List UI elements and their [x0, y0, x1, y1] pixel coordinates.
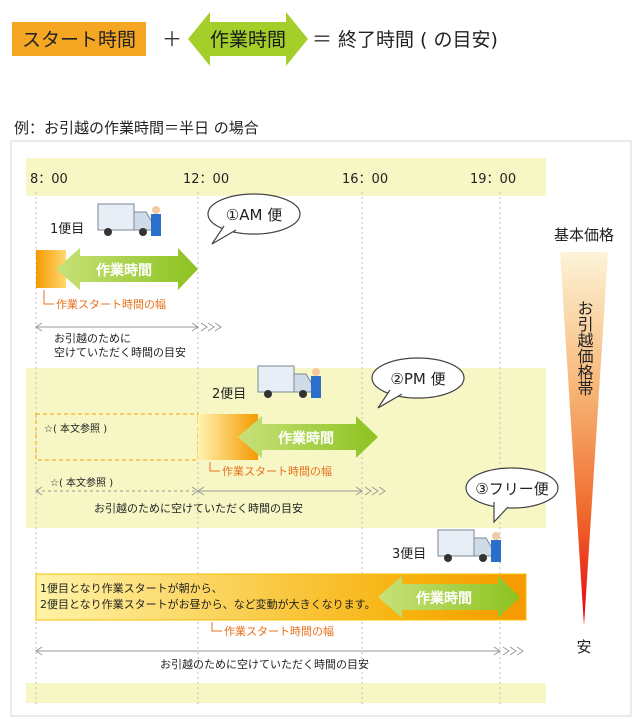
am-start-range-label: 作業スタート時間の幅: [56, 298, 166, 311]
pm-trip-label: 2便目: [212, 387, 246, 402]
pm-callout: ②PM 便: [371, 357, 465, 409]
free-callout-label: ③フリー便: [475, 480, 548, 498]
free-work-label: 作業時間: [416, 590, 472, 607]
tick-label: 12：00: [183, 172, 229, 187]
truck-icon: [437, 529, 501, 562]
am-slot: 1便目 ①AM 便 作業時間 作業スタート時間の幅 お引越のために 空: [35, 193, 301, 359]
truck-icon: [97, 203, 161, 236]
am-guide-line2: 空けていただく時間の目安: [54, 345, 186, 359]
plus-sign: ＋: [162, 27, 182, 51]
start-label: スタート時間: [22, 29, 136, 51]
pm-guide-label: お引越のために空けていただく時間の目安: [94, 501, 303, 515]
am-work-arrow: [56, 248, 198, 290]
pm-work-label: 作業時間: [278, 430, 334, 447]
truck-icon: [257, 365, 321, 398]
header-formula: スタート時間 ＋ 作業時間 ＝ 終了時間 ( の目安): [12, 12, 498, 66]
am-callout-label: ①AM 便: [226, 206, 282, 224]
pm-work-arrow: [238, 416, 378, 458]
free-guide-arrow: [35, 646, 524, 656]
free-callout: ③フリー便: [465, 467, 559, 524]
tick-label: 19：00: [470, 172, 516, 187]
start-label-box: [12, 22, 146, 56]
free-start-range-label: 作業スタート時間の幅: [224, 625, 334, 638]
price-gradient-bar: [560, 252, 608, 626]
pm-note-arrow: ☆( 本文参照 ): [50, 476, 113, 489]
example-title: 例：お引越の作業時間＝半日 の場合: [14, 119, 259, 137]
free-slot: ③フリー便 3便目 1便目となり作業スタートが朝から、 2便目となり作業スタート…: [35, 467, 559, 671]
bottom-band: [26, 683, 546, 703]
tick-label: 8：00: [30, 172, 68, 187]
time-axis-band: [26, 158, 546, 196]
am-work-label: 作業時間: [96, 262, 152, 279]
price-top-label: 基本価格: [554, 226, 614, 244]
free-desc-line2: 2便目となり作業スタートがお昼から、など変動が大きくなります。: [40, 597, 376, 611]
equals-sign: ＝: [312, 27, 332, 51]
pm-note-bar: ☆( 本文参照 ): [44, 422, 107, 435]
am-trip-label: 1便目: [50, 222, 84, 237]
am-callout: ①AM 便: [207, 193, 301, 245]
pm-guide-arrow: [197, 486, 386, 496]
am-guide-arrow: [35, 322, 222, 332]
pm-callout-label: ②PM 便: [390, 370, 445, 388]
result-label: 終了時間 ( の目安): [338, 29, 498, 51]
tick-label: 16：00: [342, 172, 388, 187]
free-start-range-bracket: [211, 622, 222, 632]
pm-start-range-bracket: [209, 462, 220, 472]
time-axis: 8：00 12：00 16：00 19：00: [30, 172, 516, 187]
work-label: 作業時間: [210, 29, 286, 51]
price-band-label: お引越価格帯: [575, 300, 594, 396]
pm-slot: 2便目 ②PM 便 ☆( 本文参照 ) 作業時間 作業スタート時間の幅 ☆( 本…: [35, 357, 465, 515]
free-trip-label: 3便目: [392, 547, 426, 562]
free-guide-label: お引越のために空けていただく時間の目安: [160, 657, 369, 671]
price-scale: 基本価格 お引越価格帯 安: [554, 226, 614, 656]
free-desc-line1: 1便目となり作業スタートが朝から、: [40, 581, 223, 595]
am-start-range-bracket: [43, 290, 54, 305]
free-work-arrow: [378, 576, 520, 618]
work-label-arrow: [188, 12, 308, 66]
price-bottom-label: 安: [576, 638, 591, 656]
am-guide-line1: お引越のために: [54, 331, 131, 345]
pm-start-range-label: 作業スタート時間の幅: [222, 465, 332, 478]
